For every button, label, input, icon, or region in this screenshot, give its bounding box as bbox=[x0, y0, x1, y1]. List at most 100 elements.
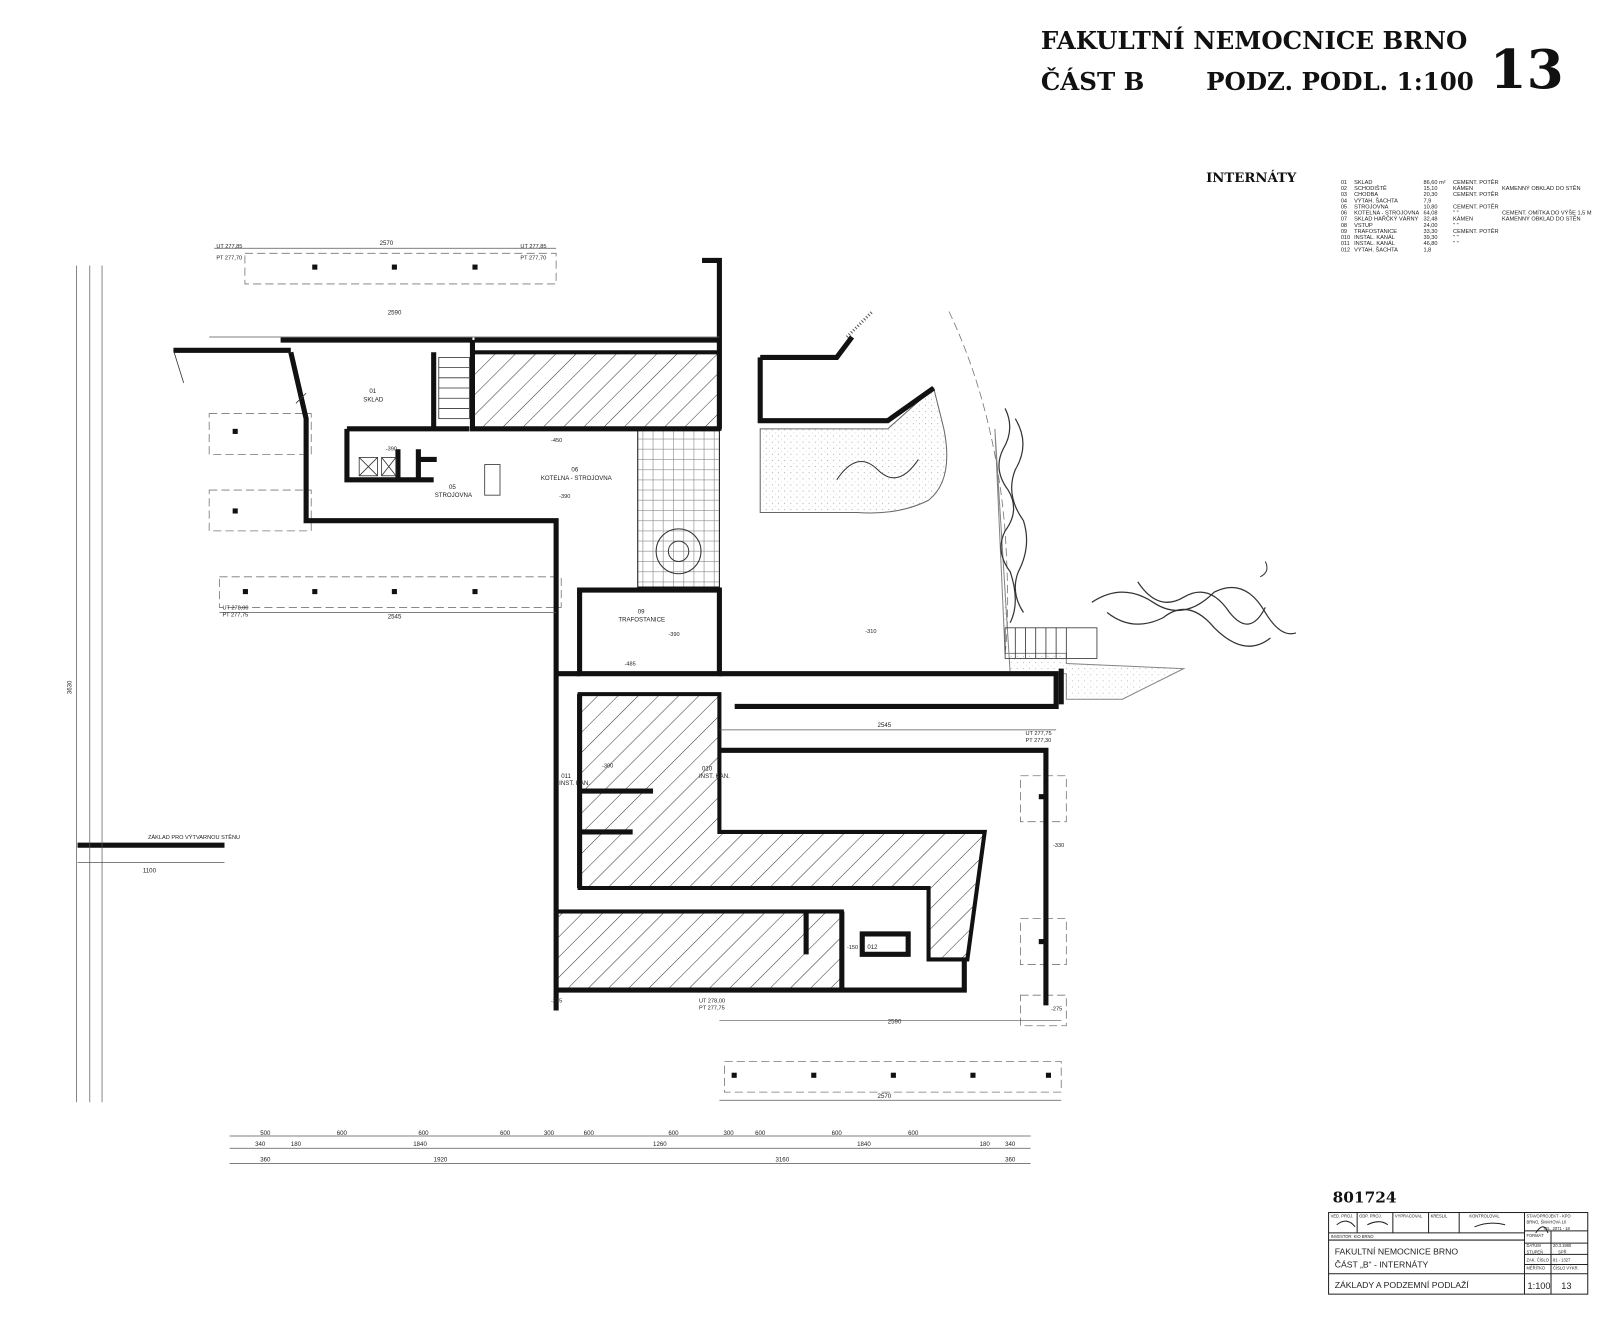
drawing-text: UT 277,85 bbox=[216, 244, 242, 250]
legend-row: 03 CHODBA 20,30 CEMENT. POTĚR bbox=[1341, 190, 1499, 198]
drawing-text: ODP. PROJ. bbox=[1359, 1214, 1382, 1219]
drawing-text: VÝTAH. ŠACHTA bbox=[1354, 246, 1398, 253]
drawing-text: 64,08 bbox=[1423, 211, 1437, 217]
drawing-text: UT 277,85 bbox=[520, 244, 546, 250]
drawing-text: -275 bbox=[1051, 1006, 1062, 1012]
drawing-text: KONTROLOVAL bbox=[1469, 1214, 1500, 1219]
dim-top-2: 2590 bbox=[388, 310, 402, 317]
drawing-text: 011 bbox=[1341, 241, 1350, 247]
drawing-text: 600 bbox=[832, 1130, 843, 1137]
drawing-text: KRESLIL bbox=[1431, 1214, 1449, 1219]
drawing-text: 10,80 bbox=[1423, 204, 1437, 210]
drawing-text: 300 bbox=[544, 1130, 555, 1137]
drawing-text: FORMÁT bbox=[1527, 1233, 1545, 1238]
legend-title: INTERNÁTY bbox=[1206, 170, 1297, 186]
drawing-text: 03 bbox=[1341, 192, 1347, 198]
drawing-text: 01 bbox=[1341, 180, 1347, 186]
drawing-text: 07 bbox=[1341, 217, 1347, 223]
drawing-text: TRAFOSTANICE bbox=[1354, 229, 1397, 235]
drawing-text: -390 bbox=[668, 632, 679, 638]
drawing-text: SKLAD bbox=[363, 396, 384, 403]
foundation-note: ZÁKLAD PRO VÝTVARNOU STĚNU bbox=[148, 833, 240, 841]
drawing-text: 81 - 1327 bbox=[1553, 1257, 1571, 1262]
drawing-text: 1260 bbox=[653, 1141, 667, 1148]
stairs-and-lifts bbox=[358, 357, 501, 496]
drawing-text: " " bbox=[1453, 223, 1459, 229]
drawing-text: CHODBA bbox=[1354, 192, 1378, 198]
drawing-number: 801724 bbox=[1333, 1188, 1397, 1206]
drawing-text: -275 bbox=[551, 998, 562, 1004]
drawing-text: 01 bbox=[369, 388, 376, 395]
dimension-lines bbox=[76, 247, 1062, 1164]
dim-low-1: 2590 bbox=[888, 1019, 902, 1026]
drawing-text: SPŘ bbox=[1558, 1249, 1566, 1254]
drawing-text: 20.3.1980 bbox=[1553, 1243, 1572, 1248]
drawing-text: 600 bbox=[908, 1130, 919, 1137]
drawing-text: ZAK. ČÍSLO bbox=[1527, 1257, 1549, 1262]
drawing-text: CEMENT. POTĚR bbox=[1453, 178, 1499, 186]
drawing-text: CEMENT. OMÍTKA DO VÝŠE 1,5 M bbox=[1502, 210, 1592, 217]
sheet-value: 13 bbox=[1561, 1281, 1571, 1291]
drawing-text: 340 bbox=[255, 1141, 266, 1148]
drawing-text: 24,00 bbox=[1423, 223, 1437, 229]
drawing-text: STAVOPROJEKT - KPO bbox=[1527, 1214, 1571, 1219]
drawing-text: -390 bbox=[386, 446, 397, 452]
drawing-text: 600 bbox=[755, 1130, 766, 1137]
header-title: FAKULTNÍ NEMOCNICE BRNO bbox=[1041, 26, 1467, 55]
drawing-text: 15,10 bbox=[1423, 186, 1437, 192]
drawing-text: 300 bbox=[723, 1130, 734, 1137]
drawing-text: 180 bbox=[291, 1141, 302, 1148]
drawing-text: 360 bbox=[260, 1156, 271, 1163]
drawing-text: DATUM bbox=[1527, 1243, 1542, 1248]
dim-mid-2: 2545 bbox=[878, 722, 892, 729]
drawing-text: 600 bbox=[668, 1130, 679, 1137]
dim-mid-1: 2545 bbox=[388, 614, 402, 621]
exterior-steps bbox=[1004, 627, 1098, 659]
walls bbox=[77, 257, 1064, 1011]
drawing-text: 06 bbox=[1341, 211, 1347, 217]
drawing-text: CEMENT. POTĚR bbox=[1453, 202, 1499, 210]
drawing-text: " " bbox=[1453, 211, 1459, 217]
drawing-text: 010 bbox=[702, 766, 713, 773]
drawing-text: 012 bbox=[1341, 247, 1350, 253]
drawing-text: SKLAD bbox=[1354, 180, 1372, 186]
drawing-text: INVESTOR: KIO BRNO bbox=[1331, 1234, 1374, 1239]
drawing-text: KOTELNA - STROJOVNA bbox=[541, 475, 613, 482]
drawing-text: 20,30 bbox=[1423, 192, 1437, 198]
drawing-text: 011 bbox=[561, 773, 571, 780]
drawing-text: 05 bbox=[449, 484, 456, 491]
drawing-text: PT 277,75 bbox=[222, 613, 248, 619]
drawing-text: CEMENT. POTĚR bbox=[1453, 227, 1499, 235]
drawing-text: 46,80 bbox=[1423, 241, 1437, 247]
drawing-text: PT 277,30 bbox=[1026, 738, 1052, 744]
drawing-text: CEMENT. POTĚR bbox=[1453, 190, 1499, 198]
dimension-texts: 2570 2590 2545 2545 2590 2570 3630 1100 … bbox=[66, 240, 1015, 1163]
drawing-text: " " bbox=[1453, 235, 1459, 241]
drawing-text: 02 bbox=[1341, 186, 1347, 192]
drawing-text: -310 bbox=[865, 629, 876, 635]
drawing-text: 1,8 bbox=[1423, 247, 1431, 253]
drawing-text: UT 277,75 bbox=[1026, 731, 1052, 737]
drawing-text: TRAFOSTANICE bbox=[618, 617, 665, 624]
drawing-text: BRNO, ŠMAHOVA 10 bbox=[1527, 1220, 1567, 1225]
drawing-text: 180 bbox=[980, 1141, 991, 1148]
drawing-text: 600 bbox=[418, 1130, 429, 1137]
header-floor-scale: PODZ. PODL. 1:100 bbox=[1206, 67, 1474, 96]
drawing-text: UT 278,00 bbox=[699, 998, 725, 1004]
drawing-text: SKLAD HAŘČKÝ VÁRNY bbox=[1354, 215, 1418, 223]
drawing-text: 1840 bbox=[857, 1141, 871, 1148]
drawing-text: 04 bbox=[1341, 198, 1347, 204]
drawing-text: -150 bbox=[847, 945, 858, 951]
drawing-text: 360 bbox=[1005, 1156, 1016, 1163]
header-part: ČÁST B bbox=[1041, 67, 1145, 96]
drawing-text: 08 bbox=[1341, 223, 1347, 229]
drawing-text: SCHODIŠTĚ bbox=[1354, 184, 1387, 192]
